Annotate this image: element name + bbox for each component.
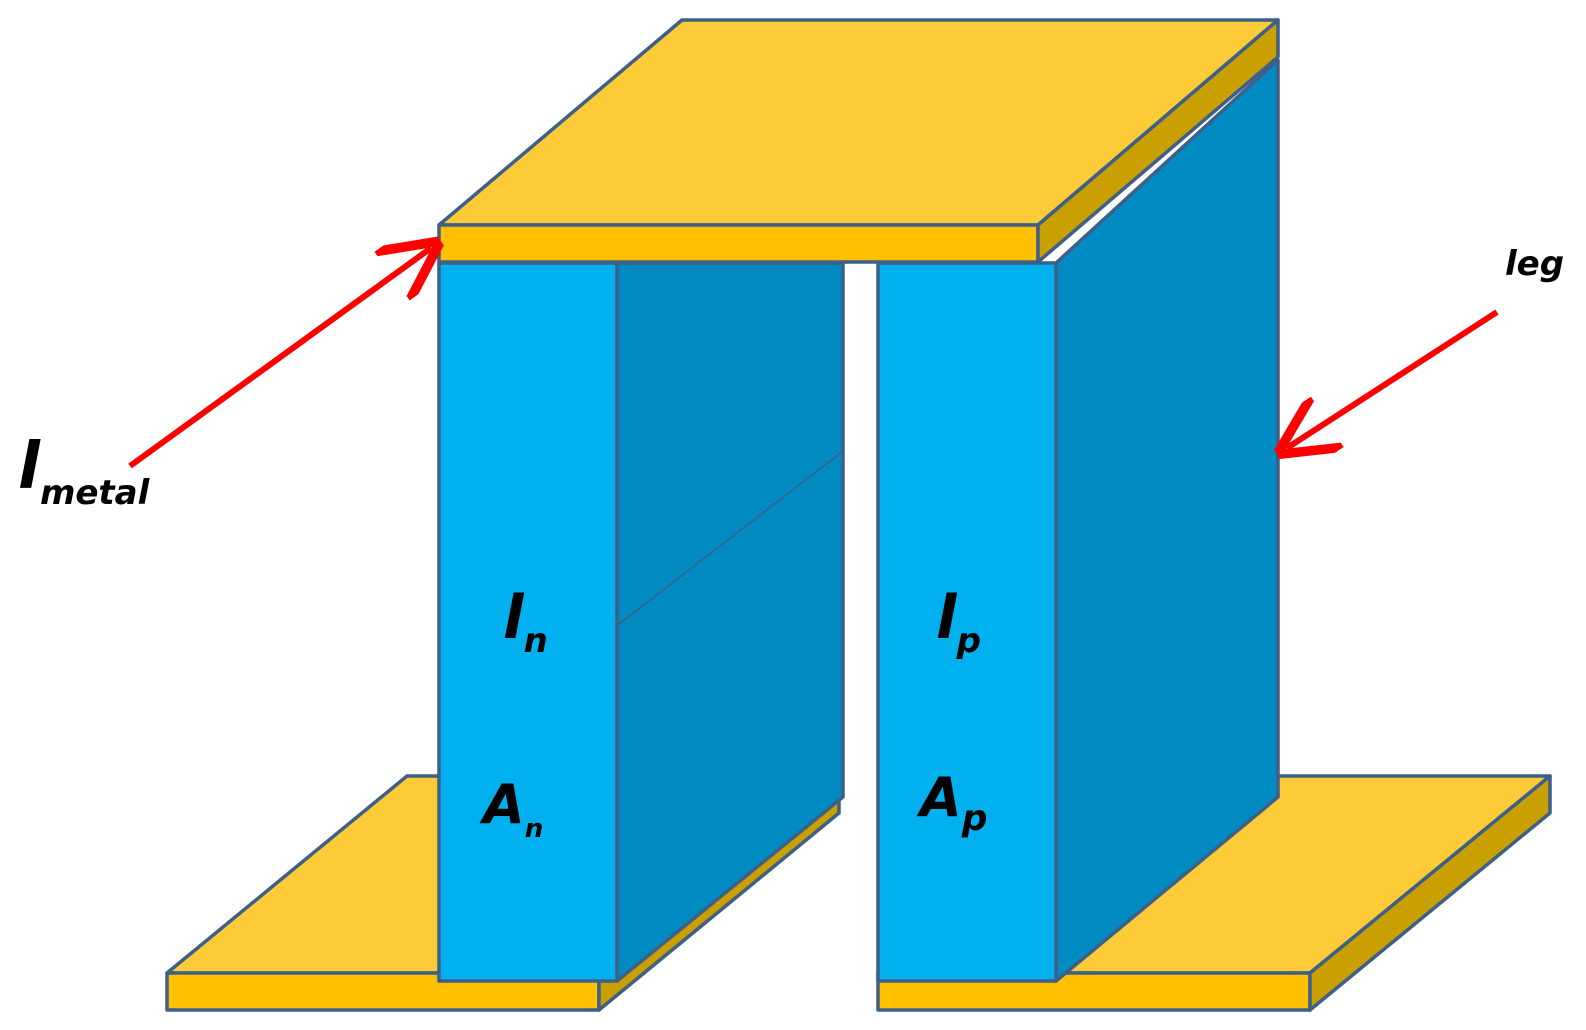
top-metal-contact xyxy=(437,18,1280,264)
leg-label: leg xyxy=(1505,244,1564,284)
n-leg-hidden-edge xyxy=(618,450,844,625)
n-leg-area-label: An xyxy=(479,773,543,844)
bottom-right-metal-contact xyxy=(876,774,1552,1012)
metal-length-label: lmetal xyxy=(18,430,151,513)
top-contact-front xyxy=(437,223,1040,264)
leg-arrow xyxy=(1287,309,1499,448)
n-leg-side-face xyxy=(615,261,845,983)
n-leg-length-label: ln xyxy=(503,583,548,661)
metal-length-arrow xyxy=(128,248,431,469)
n-leg-front-face xyxy=(437,261,619,983)
p-leg-area-label: Ap xyxy=(916,766,988,839)
p-leg-front-face xyxy=(876,261,1058,983)
p-leg-length-label: lp xyxy=(936,583,981,661)
p-type-leg xyxy=(876,58,1280,983)
bottom-right-contact-side xyxy=(1308,774,1552,1012)
n-type-leg xyxy=(437,261,845,983)
top-contact-side xyxy=(1036,18,1280,264)
